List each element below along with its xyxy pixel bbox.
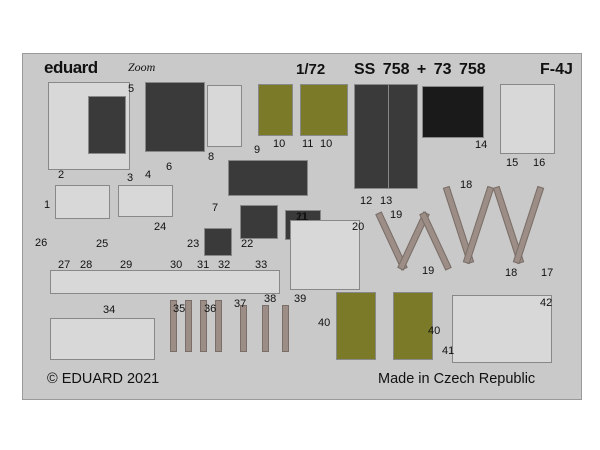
harness-buckle-part <box>336 292 376 360</box>
part-number: 18 <box>460 179 473 191</box>
part-number: 5 <box>128 83 135 95</box>
part-number: 20 <box>352 221 365 233</box>
part-number: 36 <box>204 303 217 315</box>
console-part <box>145 82 205 152</box>
strap-part <box>282 305 289 352</box>
part-number: 35 <box>173 303 186 315</box>
part-number: 9 <box>254 144 261 156</box>
gauge-part <box>204 228 232 256</box>
part-number: 19 <box>390 209 403 221</box>
console-grid-part <box>228 160 308 196</box>
part-number: 32 <box>218 259 231 271</box>
part-number: 15 <box>506 157 519 169</box>
part-number: 6 <box>166 161 173 173</box>
part-number: 42 <box>540 297 553 309</box>
harness-buckle-part <box>393 292 433 360</box>
part-number: 21 <box>296 211 309 223</box>
strap-part <box>200 300 207 352</box>
origin-text: Made in Czech Republic <box>378 371 536 387</box>
part-number: 26 <box>35 237 48 249</box>
part-number: 37 <box>234 298 247 310</box>
panel-part <box>118 185 173 217</box>
part-number: 30 <box>170 259 183 271</box>
side-console-part <box>388 84 418 189</box>
side-console-part <box>354 84 390 189</box>
caution-panel-part <box>258 84 293 136</box>
part-number: 11 <box>302 138 314 150</box>
radar-scope-part <box>422 86 484 138</box>
part-number: 38 <box>264 293 277 305</box>
part-number: 13 <box>380 195 393 207</box>
model-name: F-4J <box>540 61 573 78</box>
part-number: 16 <box>533 157 546 169</box>
part-number: 27 <box>58 259 71 271</box>
strap-part <box>215 300 222 352</box>
part-number: 11 <box>296 211 308 223</box>
part-number: 19 <box>422 265 435 277</box>
brand-logo: eduard <box>44 58 98 77</box>
part-number: 1 <box>44 199 51 211</box>
part-number: 29 <box>120 259 133 271</box>
part-number: 40 <box>318 317 331 329</box>
instrument-cluster-part <box>290 220 360 290</box>
harness-set-part <box>452 295 552 363</box>
product-code: SS 758 + 73 758 <box>354 61 486 78</box>
part-number: 18 <box>505 267 518 279</box>
strap-part <box>170 300 177 352</box>
part-number: 40 <box>428 325 441 337</box>
strap-part <box>262 305 269 352</box>
part-number: 41 <box>442 345 455 357</box>
part-number: 10 <box>320 138 333 150</box>
triangle-panel-part <box>240 205 278 239</box>
strip-part <box>50 270 280 294</box>
panel-screen-part <box>88 96 126 154</box>
part-number: 24 <box>154 221 167 233</box>
panel-part <box>55 185 110 219</box>
part-number: 4 <box>145 169 152 181</box>
part-number: 23 <box>187 238 200 250</box>
part-number: 12 <box>360 195 373 207</box>
caution-panel-part <box>300 84 348 136</box>
part-number: 10 <box>273 138 286 150</box>
strap-part <box>185 300 192 352</box>
brand-sub-logo: Zoom <box>128 60 156 74</box>
part-number: 8 <box>208 151 215 163</box>
copyright-text: © EDUARD 2021 <box>47 371 160 387</box>
scale-label: 1/72 <box>296 61 326 78</box>
part-number: 31 <box>197 259 210 271</box>
part-number: 34 <box>103 304 116 316</box>
part-number: 14 <box>475 139 488 151</box>
part-number: 2 <box>58 169 65 181</box>
part-number: 22 <box>241 238 254 250</box>
part-number: 25 <box>96 238 109 250</box>
pedal-part <box>500 84 555 154</box>
strap-part <box>240 305 247 352</box>
part-number: 39 <box>294 293 307 305</box>
part-number: 28 <box>80 259 93 271</box>
part-number: 7 <box>212 202 219 214</box>
part-number: 17 <box>541 267 554 279</box>
plate-part <box>50 318 155 360</box>
console-side-part <box>207 85 242 147</box>
part-number: 33 <box>255 259 268 271</box>
part-number: 3 <box>127 172 134 184</box>
